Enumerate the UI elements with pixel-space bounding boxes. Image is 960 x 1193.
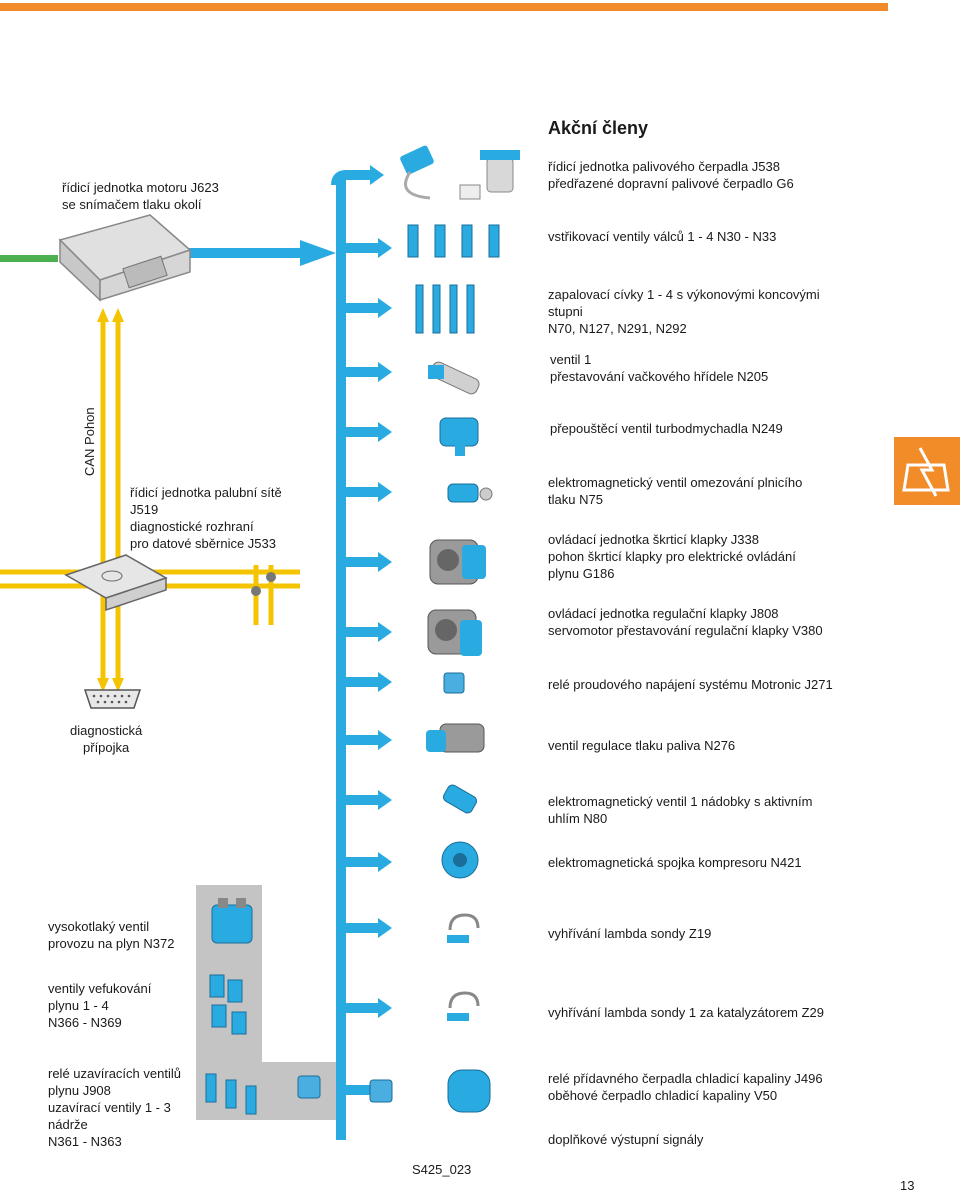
emissions-warning-icon xyxy=(894,437,960,505)
bus-branch-arrowhead xyxy=(378,298,392,318)
bus-branch-arrowhead xyxy=(378,790,392,810)
actuator-label: elektromagnetický ventil 1 nádobky s akt… xyxy=(548,794,813,826)
page-number: 13 xyxy=(900,1178,915,1193)
ignition-coils-icon xyxy=(415,284,475,334)
carbon-canister-valve-icon xyxy=(442,784,478,814)
lambda-probe-icon xyxy=(447,913,480,943)
diagnostic-connector-icon xyxy=(83,689,142,709)
bus-branch-arrowhead xyxy=(378,672,392,692)
top-bar xyxy=(0,3,888,11)
actuator-label: doplňkové výstupní signály xyxy=(548,1132,704,1147)
bus-branch-arrowhead xyxy=(378,730,392,750)
gas-injectors-icon xyxy=(209,974,247,1035)
actuator-label: vyhřívání lambda sondy 1 za katalyzátore… xyxy=(548,1005,825,1020)
figure-code: S425_023 xyxy=(412,1162,472,1177)
turbo-bypass-valve-icon xyxy=(439,417,479,456)
blue-bus xyxy=(185,165,392,1140)
control-flap-icon xyxy=(427,609,482,656)
gas-valves-label: ventily vefukování plynu 1 - 4 N366 - N3… xyxy=(48,981,152,1030)
bus-branch-arrowhead xyxy=(378,482,392,502)
gateway-label: řídicí jednotka palubní sítě J519 diagno… xyxy=(130,485,282,551)
compressor-clutch-icon xyxy=(441,841,479,879)
bus-branch-arrowhead xyxy=(378,622,392,642)
actuator-label: přepouštěcí ventil turbodmychadla N249 xyxy=(550,421,783,436)
engine-unit-label: řídicí jednotka motoru J623 se snímačem … xyxy=(62,180,219,212)
bus-branch-arrowhead xyxy=(378,998,392,1018)
actuator-label: vyhřívání lambda sondy Z19 xyxy=(548,926,712,941)
lpg-relay-icon xyxy=(297,1075,321,1099)
can-pohon-label: CAN Pohon xyxy=(82,407,97,476)
throttle-unit-icon xyxy=(429,539,486,585)
injectors-icon xyxy=(407,224,500,258)
bus-branch-arrowhead xyxy=(378,422,392,442)
high-pressure-valve-label: vysokotlaký ventil provozu na plyn N372 xyxy=(48,919,175,951)
bus-branch-arrowhead xyxy=(378,362,392,382)
actuator-label: relé přídavného čerpadla chladicí kapali… xyxy=(548,1071,823,1103)
lpg-panel xyxy=(196,885,336,1120)
actuator-label: vstřikovací ventily válců 1 - 4 N30 - N3… xyxy=(548,229,777,244)
green-bus-line xyxy=(0,255,58,262)
actuator-label: zapalovací cívky 1 - 4 s výkonovými konc… xyxy=(548,287,820,336)
actuator-label: elektromagnetická spojka kompresoru N421 xyxy=(548,855,802,870)
coolant-pump-icon xyxy=(447,1069,491,1113)
boost-valve-icon xyxy=(447,483,493,503)
bus-branch-arrowhead xyxy=(370,165,384,185)
shutoff-valves-icon xyxy=(205,1073,257,1115)
bus-branch-arrowhead xyxy=(378,852,392,872)
lambda-probe-2-icon xyxy=(447,991,480,1021)
gateway-unit-icon xyxy=(64,554,168,612)
can-arrowheads xyxy=(97,308,124,692)
relay-icon xyxy=(443,672,465,694)
engine-control-unit-icon xyxy=(58,214,192,302)
actuators-heading: Akční členy xyxy=(548,118,649,138)
actuator-label: elektromagnetický ventil omezování plnic… xyxy=(548,475,803,507)
coolant-relay-icon xyxy=(369,1079,393,1103)
bus-branch-arrowhead xyxy=(378,238,392,258)
actuator-label: relé proudového napájení systému Motroni… xyxy=(548,677,833,692)
fuel-pressure-valve-icon xyxy=(426,723,485,753)
camshaft-valve-icon xyxy=(428,361,480,395)
fuel-pump-icon xyxy=(400,145,520,200)
actuator-label: řídicí jednotka palivového čerpadla J538… xyxy=(548,159,794,191)
shutoff-relay-label: relé uzavíracích ventilů plynu J908 uzav… xyxy=(48,1066,181,1149)
bus-branch-arrowhead xyxy=(378,552,392,572)
actuator-label: ventil regulace tlaku paliva N276 xyxy=(548,738,736,753)
can-node-2 xyxy=(251,586,261,596)
diag-connector-label: diagnostická přípojka xyxy=(70,723,143,755)
high-pressure-valve-icon xyxy=(211,898,253,944)
can-node-1 xyxy=(266,572,276,582)
bus-branch-arrowhead xyxy=(378,918,392,938)
